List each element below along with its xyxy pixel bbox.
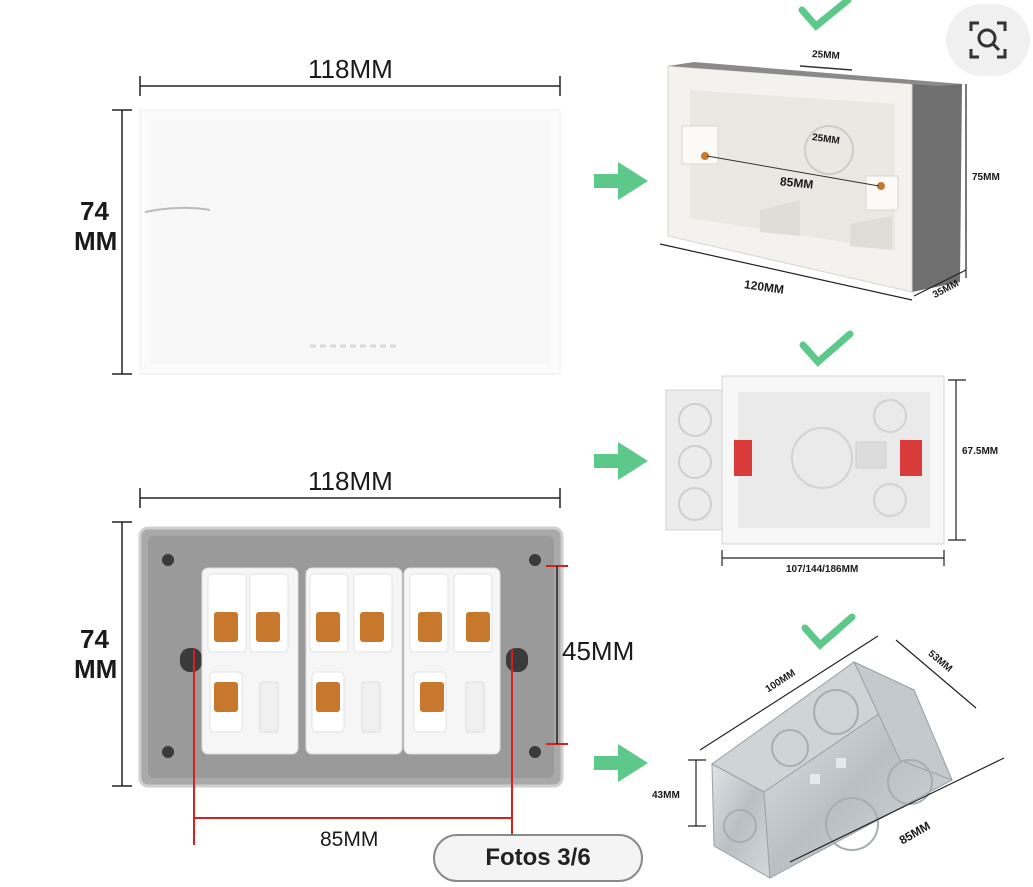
zoom-button[interactable] [946,4,1030,76]
box1-top-hole-label: 25MM [811,49,841,62]
socket-module-1 [201,567,299,755]
screw-distance-label: 85MM [320,828,379,851]
arrow-icon [594,744,648,782]
photo-counter-text: Fotos 3/6 [485,844,591,871]
check-icon [798,0,852,31]
front-width-label: 118MM [308,54,393,84]
back-plate-section [112,488,568,845]
box-3-illustration [688,635,1005,879]
box-1-illustration [659,62,967,301]
front-height-label-unit: MM [74,226,118,256]
box2-height-label: 67.5MM [962,446,999,457]
box-2-illustration [665,375,966,566]
box1-height-label: 75MM [972,172,1000,183]
photo-counter-badge[interactable]: Fotos 3/6 [433,834,643,882]
check-icon [799,330,854,367]
zoom-icon [969,21,1007,59]
back-height-label-unit: MM [74,654,118,684]
socket-module-2 [305,567,403,755]
front-plate-section [112,76,561,375]
box2-length-label: 107/144/186MM [786,564,859,575]
inner-height-label: 45MM [562,636,635,666]
socket-module-3 [403,567,501,755]
front-height-label-number: 74 [80,196,109,226]
arrow-icon [594,442,648,480]
arrow-icon [594,162,648,200]
back-height-label-number: 74 [80,624,109,654]
box3-height-label: 43MM [652,790,680,801]
back-width-label: 118MM [308,466,393,496]
check-icon [801,613,856,650]
